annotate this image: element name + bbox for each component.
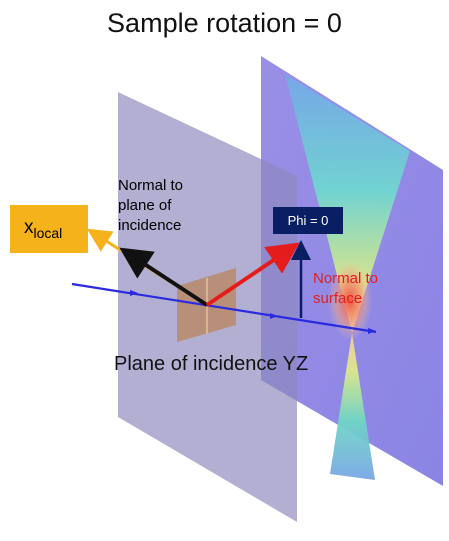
beam-arrow-2 bbox=[270, 313, 278, 319]
normal-to-plane-label: Normal to plane of incidence bbox=[118, 177, 184, 234]
plane-normal-arrow bbox=[119, 247, 209, 307]
beam-arrow-1 bbox=[130, 290, 138, 296]
beam-arrow-3 bbox=[368, 328, 376, 334]
plane-of-incidence-label: Plane of incidence YZ bbox=[114, 353, 309, 375]
detector-hotspot bbox=[328, 260, 372, 340]
normal-to-surface-label: Normal to surface bbox=[313, 270, 379, 307]
diagram-title: Sample rotation = 0 bbox=[107, 8, 342, 38]
xlocal-label: xlocal bbox=[24, 217, 62, 241]
detector-cone-bottom bbox=[330, 333, 375, 480]
surface-normal-arrow bbox=[205, 242, 300, 307]
detector-cone-top bbox=[285, 74, 410, 333]
xlocal-main: x bbox=[24, 217, 34, 238]
beam-line bbox=[71, 282, 377, 334]
xlocal-sub: local bbox=[33, 224, 63, 241]
phi-label: Phi = 0 bbox=[273, 207, 343, 234]
xlocal-label-box bbox=[10, 205, 88, 253]
